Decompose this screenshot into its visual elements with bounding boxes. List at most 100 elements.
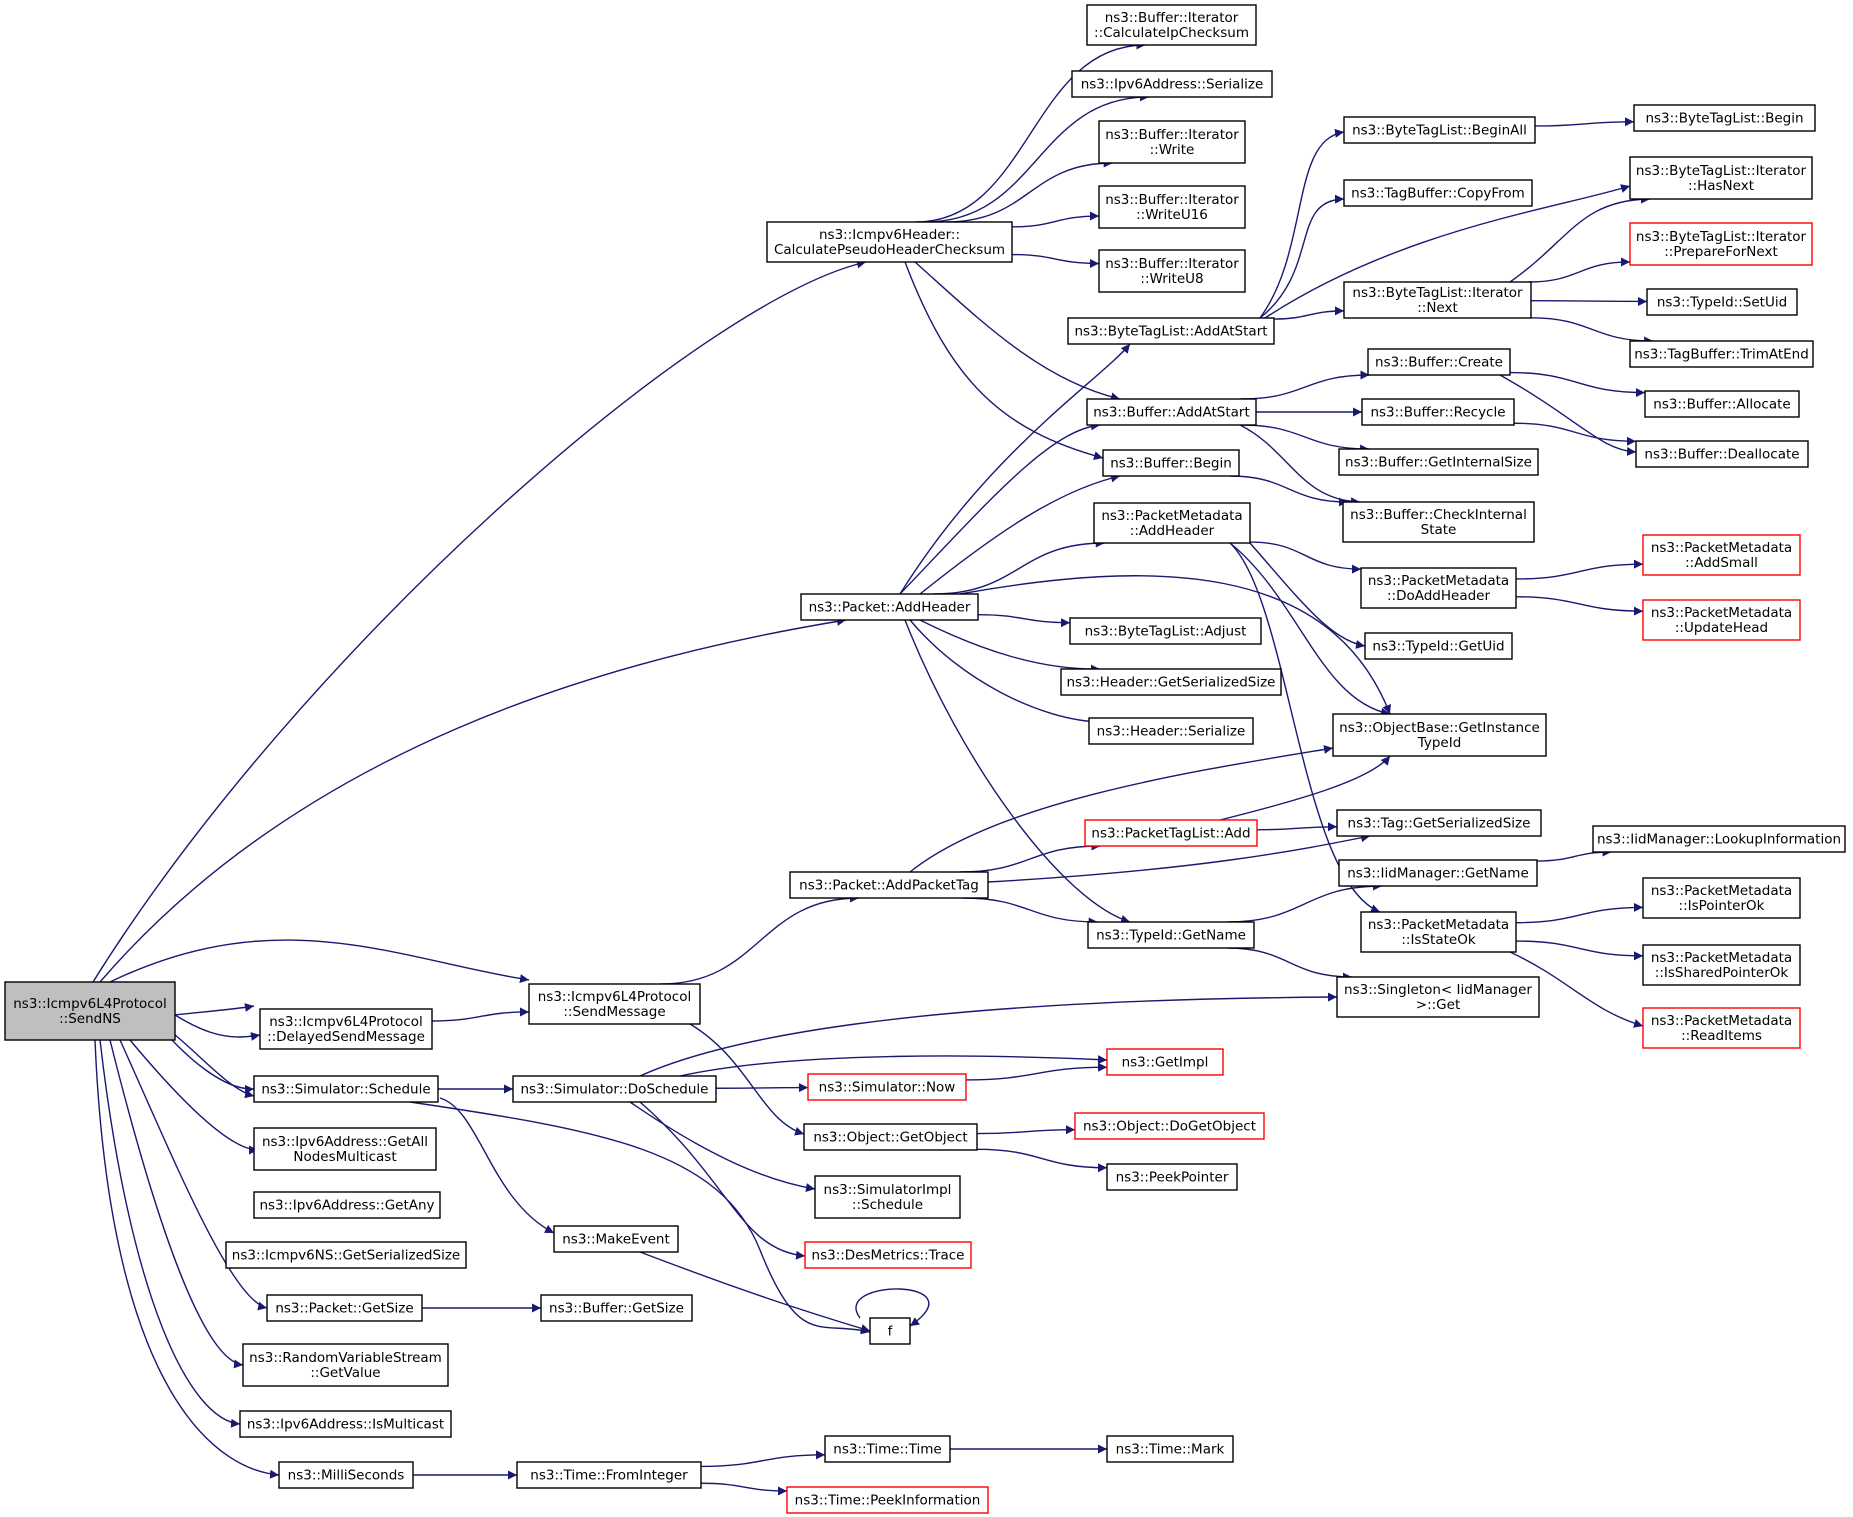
node-simImplSchedule[interactable]: ns3::SimulatorImpl::Schedule — [814, 1175, 961, 1219]
node-root[interactable]: ns3::Icmpv6L4Protocol::SendNS — [4, 981, 176, 1041]
node-bufAllocate[interactable]: ns3::Buffer::Allocate — [1644, 390, 1800, 418]
edge-n_ptlAdd-to-n_tagGetSerSize — [1256, 822, 1338, 832]
node-objDoGetObject[interactable]: ns3::Object::DoGetObject — [1074, 1112, 1265, 1140]
edge-n_simDoSchedule-to-n_desMetricsTrace — [639, 1101, 806, 1260]
node-timeMark[interactable]: ns3::Time::Mark — [1106, 1435, 1234, 1463]
edge-n_btlBeginAll-to-n_btlBegin — [1534, 117, 1635, 127]
node-pktGetSize[interactable]: ns3::Packet::GetSize — [266, 1294, 423, 1322]
node-pktAddHeader[interactable]: ns3::Packet::AddHeader — [800, 593, 979, 621]
node-pmAddSmall[interactable]: ns3::PacketMetadata::AddSmall — [1642, 534, 1801, 576]
edge-n_calcPseudo-to-n_itWriteU8 — [1011, 253, 1100, 269]
node-label-line: ns3::Time::Time — [833, 1442, 941, 1458]
edge-n_icmpSendMsg-to-n_pktAddPacketTag — [660, 893, 860, 985]
node-label-line: ns3::Ipv6Address::Serialize — [1081, 77, 1264, 93]
node-f[interactable]: f — [869, 1317, 911, 1345]
node-bufCreate[interactable]: ns3::Buffer::Create — [1367, 348, 1511, 376]
node-btlItNext[interactable]: ns3::ByteTagList::Iterator::Next — [1343, 281, 1532, 319]
edge-n_f-to-n_f — [855, 1288, 930, 1327]
node-pmUpdateHead[interactable]: ns3::PacketMetadata::UpdateHead — [1642, 599, 1801, 641]
node-singletonGet[interactable]: ns3::Singleton< IidManager>::Get — [1336, 976, 1540, 1018]
node-label-line: ns3::MilliSeconds — [288, 1468, 405, 1484]
node-ipv6GetAny[interactable]: ns3::Ipv6Address::GetAny — [253, 1191, 441, 1219]
node-tbTrimAtEnd[interactable]: ns3::TagBuffer::TrimAtEnd — [1629, 340, 1814, 368]
node-ipv6IsMulticast[interactable]: ns3::Ipv6Address::IsMulticast — [239, 1410, 452, 1438]
node-milliSeconds[interactable]: ns3::MilliSeconds — [278, 1461, 414, 1489]
node-timeTime[interactable]: ns3::Time::Time — [824, 1435, 951, 1463]
edge-n_timeFromInt-to-n_timeTime — [700, 1450, 826, 1468]
node-ptlAdd[interactable]: ns3::PacketTagList::Add — [1084, 819, 1258, 847]
node-typeGetName[interactable]: ns3::TypeId::GetName — [1087, 921, 1255, 949]
node-hdrSerialize[interactable]: ns3::Header::Serialize — [1088, 717, 1254, 745]
node-simNow[interactable]: ns3::Simulator::Now — [807, 1073, 967, 1101]
node-btlAdjust[interactable]: ns3::ByteTagList::Adjust — [1069, 617, 1262, 645]
node-label-line: ::ReadItems — [1681, 1028, 1762, 1044]
node-timeFromInt[interactable]: ns3::Time::FromInteger — [516, 1461, 702, 1489]
node-tagGetSerSize[interactable]: ns3::Tag::GetSerializedSize — [1336, 809, 1542, 837]
node-box — [1592, 825, 1846, 853]
node-label-line: ns3::Buffer::Iterator — [1105, 192, 1239, 208]
node-label-line: ns3::PacketMetadata — [1368, 573, 1509, 589]
edge-n_objGetObject-to-n_peekPointer — [976, 1148, 1108, 1173]
edge-root-to-n_ipv6GetAllNodes — [174, 1003, 255, 1016]
node-tbCopyFrom[interactable]: ns3::TagBuffer::CopyFrom — [1343, 179, 1533, 207]
node-makeEvent[interactable]: ns3::MakeEvent — [553, 1225, 679, 1253]
node-btlBegin[interactable]: ns3::ByteTagList::Begin — [1633, 104, 1816, 132]
node-itWriteU8[interactable]: ns3::Buffer::Iterator::WriteU8 — [1098, 249, 1246, 293]
node-getImpl[interactable]: ns3::GetImpl — [1106, 1048, 1224, 1076]
node-rvsGetValue[interactable]: ns3::RandomVariableStream::GetValue — [242, 1343, 449, 1387]
node-pmIsStateOk[interactable]: ns3::PacketMetadata::IsStateOk — [1360, 911, 1517, 953]
node-bufGetSize[interactable]: ns3::Buffer::GetSize — [540, 1294, 693, 1322]
node-timePeekInfo[interactable]: ns3::Time::PeekInformation — [786, 1486, 989, 1514]
node-pmReadItems[interactable]: ns3::PacketMetadata::ReadItems — [1642, 1007, 1801, 1049]
node-box — [1364, 632, 1513, 660]
node-box — [253, 1127, 437, 1171]
node-bufBegin[interactable]: ns3::Buffer::Begin — [1102, 449, 1240, 477]
node-btlItPrep[interactable]: ns3::ByteTagList::Iterator::PrepareForNe… — [1629, 222, 1813, 266]
node-pmDoAddHeader[interactable]: ns3::PacketMetadata::DoAddHeader — [1360, 567, 1517, 609]
node-bufGetIntSize[interactable]: ns3::Buffer::GetInternalSize — [1338, 448, 1539, 476]
node-box — [1635, 440, 1809, 468]
node-itWrite[interactable]: ns3::Buffer::Iterator::Write — [1098, 120, 1246, 164]
node-label-line: ns3::IidManager::LookupInformation — [1597, 832, 1841, 848]
node-calcIp[interactable]: ns3::Buffer::Iterator::CalculateIpChecks… — [1086, 4, 1257, 46]
node-bufDeallocate[interactable]: ns3::Buffer::Deallocate — [1635, 440, 1809, 468]
node-pmAddHeader[interactable]: ns3::PacketMetadata::AddHeader — [1093, 502, 1251, 544]
node-btlBeginAll[interactable]: ns3::ByteTagList::BeginAll — [1343, 116, 1536, 144]
node-hdrGetSerSize[interactable]: ns3::Header::GetSerializedSize — [1060, 668, 1282, 696]
edge-n_pmAddHeader-to-n_objBaseGetInst — [1229, 542, 1391, 717]
node-simSchedule[interactable]: ns3::Simulator::Schedule — [253, 1075, 439, 1103]
node-simDoSchedule[interactable]: ns3::Simulator::DoSchedule — [512, 1075, 717, 1103]
node-btlAddAtStart[interactable]: ns3::ByteTagList::AddAtStart — [1067, 317, 1275, 345]
node-iidLookup[interactable]: ns3::IidManager::LookupInformation — [1592, 825, 1846, 853]
edge-n_pktAddPacketTag-to-n_tagGetSerSize — [987, 833, 1371, 883]
node-itWriteU16[interactable]: ns3::Buffer::Iterator::WriteU16 — [1098, 185, 1246, 229]
node-typeSetUid[interactable]: ns3::TypeId::SetUid — [1646, 288, 1798, 316]
node-pktAddPacketTag[interactable]: ns3::Packet::AddPacketTag — [789, 871, 989, 899]
node-pmIsSharedPtrOk[interactable]: ns3::PacketMetadata::IsSharedPointerOk — [1642, 944, 1801, 986]
node-btlItHasNext[interactable]: ns3::ByteTagList::Iterator::HasNext — [1629, 156, 1813, 200]
node-objGetObject[interactable]: ns3::Object::GetObject — [803, 1123, 978, 1151]
node-label-line: ::IsSharedPointerOk — [1655, 965, 1789, 981]
node-bufAddAtStart[interactable]: ns3::Buffer::AddAtStart — [1086, 398, 1257, 426]
edge-n_btlItNext-to-n_btlItPrep — [1528, 257, 1631, 283]
node-typeGetUid[interactable]: ns3::TypeId::GetUid — [1364, 632, 1513, 660]
node-ipv6Ser[interactable]: ns3::Ipv6Address::Serialize — [1071, 70, 1273, 98]
node-label-line: ns3::Buffer::Allocate — [1653, 397, 1790, 413]
node-box — [789, 871, 989, 899]
node-desMetricsTrace[interactable]: ns3::DesMetrics::Trace — [804, 1241, 972, 1269]
edge-n_simDoSchedule-to-n_getImpl — [679, 1055, 1108, 1077]
node-icmpNSGetSer[interactable]: ns3::Icmpv6NS::GetSerializedSize — [225, 1241, 467, 1269]
node-icmpDelayed[interactable]: ns3::Icmpv6L4Protocol::DelayedSendMessag… — [259, 1008, 433, 1050]
node-calcPseudo[interactable]: ns3::Icmpv6Header::CalculatePseudoHeader… — [766, 221, 1013, 263]
node-pmIsPointerOk[interactable]: ns3::PacketMetadata::IsPointerOk — [1642, 877, 1801, 919]
node-bufRecycle[interactable]: ns3::Buffer::Recycle — [1361, 398, 1515, 426]
node-label-line: ns3::ObjectBase::GetInstance — [1339, 720, 1540, 736]
node-iidGetName[interactable]: ns3::IidManager::GetName — [1338, 859, 1538, 887]
node-icmpSendMsg[interactable]: ns3::Icmpv6L4Protocol::SendMessage — [528, 983, 701, 1025]
node-box — [1633, 104, 1816, 132]
node-peekPointer[interactable]: ns3::PeekPointer — [1106, 1163, 1238, 1191]
node-label-line: ns3::PacketMetadata — [1651, 883, 1792, 899]
